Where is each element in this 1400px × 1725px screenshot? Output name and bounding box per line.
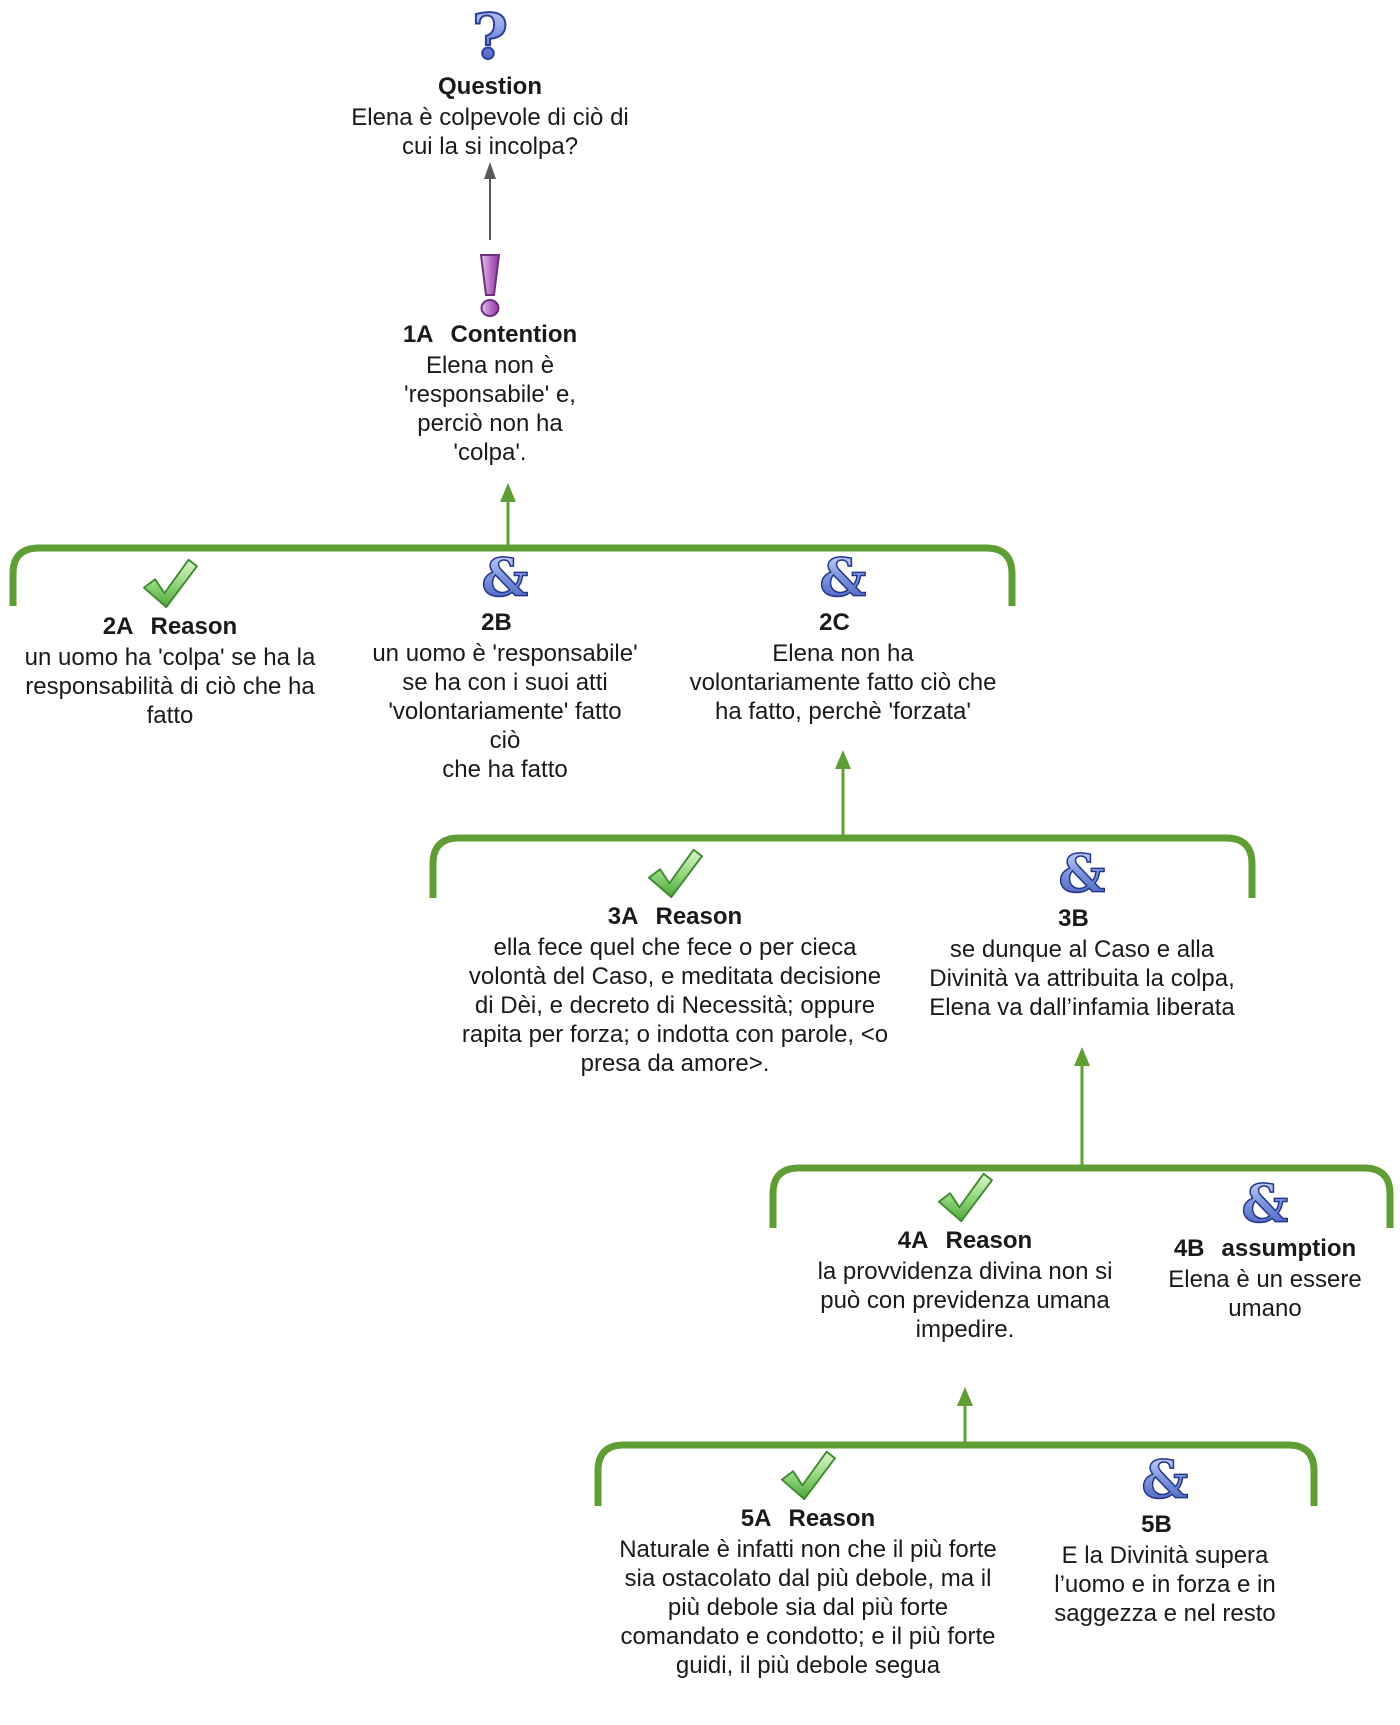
ampersand-icon: & [1142, 1452, 1188, 1508]
node-heading: 3A Reason [608, 902, 742, 932]
node-type-label: Reason [655, 903, 743, 930]
node-heading: 2A Reason [103, 612, 237, 642]
node-heading: 5B [1141, 1510, 1189, 1540]
node-question[interactable]: ? Question Elena è colpevole di ciò di c… [340, 6, 640, 161]
node-text: E la Divinità supera l’uomo e in forza e… [1054, 1542, 1276, 1627]
node-reason-2a[interactable]: 2A Reason un uomo ha 'colpa' se ha la res… [10, 556, 330, 730]
exclamation-icon [479, 254, 501, 317]
node-copremise-3b[interactable]: & 3B se dunque al Caso e alla Divinità v… [922, 846, 1242, 1022]
checkmark-icon [142, 558, 198, 609]
svg-text:&: & [1142, 1452, 1188, 1508]
ampersand-icon: & [1242, 1176, 1288, 1232]
node-heading: 4B assumption [1174, 1234, 1356, 1264]
node-heading: 3B [1058, 904, 1106, 934]
node-heading: 1A Contention [403, 320, 577, 350]
node-text: Elena non ha volontariamente fatto ciò c… [689, 640, 997, 725]
svg-text:&: & [1059, 846, 1105, 902]
node-number: 2C [819, 609, 850, 636]
node-text: Elena è un essere umano [1168, 1266, 1362, 1322]
node-number: 2B [481, 609, 512, 636]
checkmark-icon [781, 1450, 836, 1501]
svg-text:?: ? [472, 6, 508, 70]
node-text: la provvidenza divina non si può con pre… [817, 1258, 1113, 1343]
node-number: 2A [102, 613, 134, 640]
node-reason-4a[interactable]: 4A Reason la provvidenza divina non si pu… [795, 1170, 1135, 1344]
node-text: ella fece quel che fece o per cieca volo… [461, 934, 889, 1077]
node-type-label: Reason [788, 1505, 876, 1532]
svg-text:&: & [482, 550, 528, 606]
svg-text:&: & [1242, 1176, 1288, 1232]
node-number: 5A [740, 1505, 772, 1532]
node-type-label: Contention [450, 321, 578, 348]
node-text: un uomo ha 'colpa' se ha la responsabili… [24, 644, 316, 729]
node-text: un uomo è 'responsabile' se ha con i suo… [372, 640, 638, 783]
node-number: 4A [897, 1227, 929, 1254]
question-mark-icon: ? [471, 6, 509, 70]
node-heading: 5A Reason [741, 1504, 875, 1534]
node-type-label: Reason [150, 613, 238, 640]
node-number: 5B [1141, 1511, 1172, 1538]
node-text: Elena è colpevole di ciò di cui la si in… [351, 104, 629, 160]
svg-text:&: & [820, 550, 866, 606]
ampersand-icon: & [482, 550, 528, 606]
node-text: Elena non è 'responsabile' e, perciò non… [404, 352, 576, 466]
node-copremise-5b[interactable]: & 5B E la Divinità supera l’uomo e in fo… [1045, 1452, 1285, 1628]
node-number: 3A [607, 903, 639, 930]
node-type-label: Question [437, 73, 542, 100]
node-type-label: Reason [945, 1227, 1033, 1254]
node-assumption-4b[interactable]: & 4B assumption Elena è un essere umano [1145, 1176, 1385, 1323]
checkmark-icon [938, 1172, 993, 1223]
arrow-contention-to-question [484, 162, 496, 240]
node-copremise-2c[interactable]: & 2C Elena non ha volontariamente fatto … [666, 550, 1020, 726]
node-reason-5a[interactable]: 5A Reason Naturale è infatti non che il p… [603, 1448, 1013, 1680]
node-copremise-2b[interactable]: & 2B un uomo è 'responsabile' se ha con … [370, 550, 640, 784]
node-heading: 4A Reason [898, 1226, 1032, 1256]
node-heading: 2C [819, 608, 867, 638]
node-number: 3B [1058, 905, 1089, 932]
node-number: 1A [402, 321, 434, 348]
ampersand-icon: & [820, 550, 866, 606]
node-reason-3a[interactable]: 3A Reason ella fece quel che fece o per c… [445, 846, 905, 1078]
node-text: se dunque al Caso e alla Divinità va att… [929, 936, 1235, 1021]
node-type-label: assumption [1221, 1235, 1357, 1262]
checkmark-icon [648, 848, 703, 899]
node-number: 4B [1173, 1235, 1205, 1262]
node-heading: 2B [481, 608, 529, 638]
node-contention-1a[interactable]: 1A Contention Elena non è 'responsabile' … [380, 252, 600, 467]
ampersand-icon: & [1059, 846, 1105, 902]
node-heading: Question [438, 72, 542, 102]
node-text: Naturale è infatti non che il più forte … [619, 1536, 997, 1679]
